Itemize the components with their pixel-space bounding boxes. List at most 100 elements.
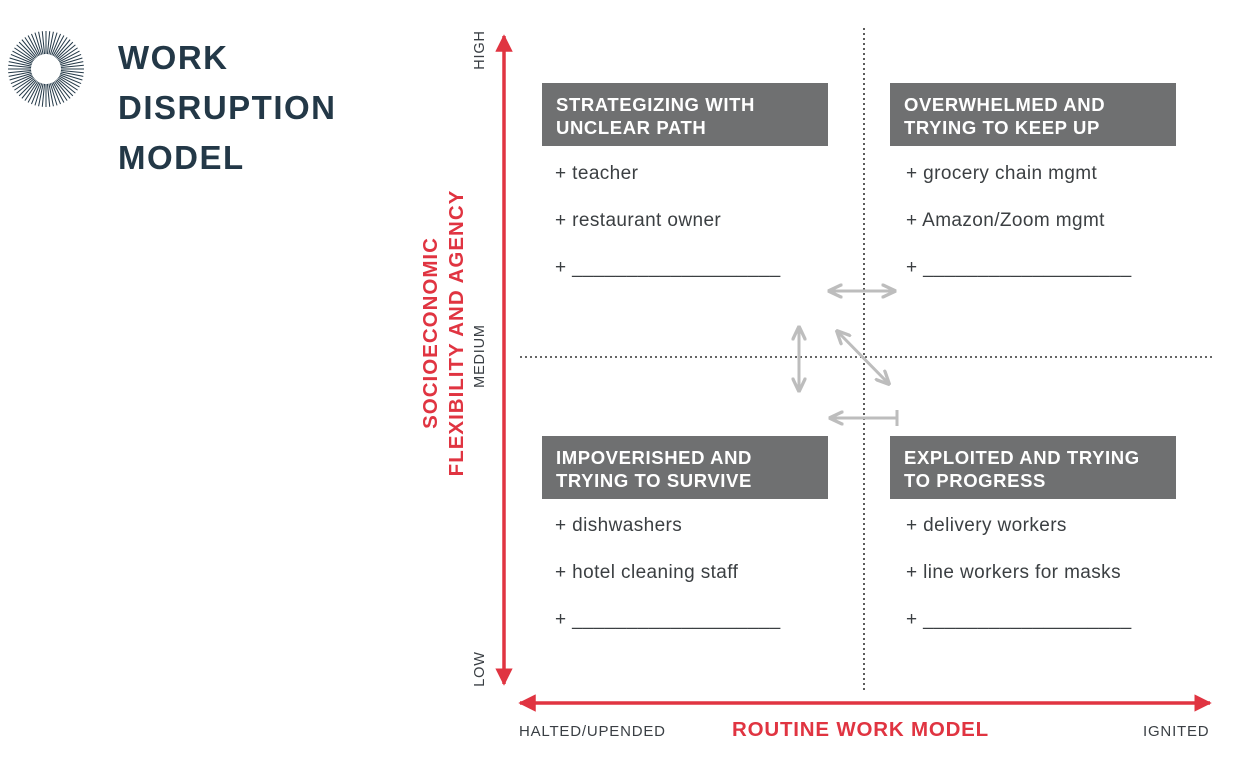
quadrant-title-line: STRATEGIZING WITH — [556, 94, 755, 115]
sunburst-ray — [60, 71, 84, 77]
sunburst-ray — [9, 72, 32, 81]
sunburst-ray — [38, 31, 44, 55]
sunburst-ray — [56, 79, 74, 97]
y-axis-title-line-1: SOCIOECONOMIC — [419, 237, 442, 429]
sunburst-ray — [59, 53, 82, 64]
sunburst-ray — [41, 83, 46, 107]
sunburst-ray — [52, 35, 65, 57]
quadrant-title-line: IMPOVERISHED AND — [556, 447, 752, 468]
sunburst-ray — [12, 75, 34, 88]
sunburst-ray — [58, 50, 80, 63]
x-tick-left: HALTED/UPENDED — [519, 723, 666, 740]
quadrant-title-line: TRYING TO SURVIVE — [556, 470, 752, 491]
sunburst-ray — [58, 76, 78, 91]
sunburst-ray — [46, 83, 51, 107]
list-item: + dishwashers — [555, 515, 683, 536]
sunburst-ray — [8, 64, 32, 69]
sunburst-ray — [16, 78, 35, 94]
quadrant-bottom-left-header: IMPOVERISHED AND TRYING TO SURVIVE — [542, 436, 828, 499]
sunburst-ray — [21, 39, 37, 58]
sunburst-ray — [48, 83, 54, 107]
sunburst-ray — [53, 81, 68, 101]
list-item: + delivery workers — [906, 515, 1067, 536]
sunburst-ray — [27, 35, 40, 57]
quadrant-bottom-right-header: EXPLOITED AND TRYING TO PROGRESS — [890, 436, 1176, 499]
sunburst-ray — [18, 41, 36, 59]
list-item-blank: + ___________________ — [555, 609, 781, 630]
y-tick-low: LOW — [472, 651, 488, 687]
sunburst-ray — [41, 31, 46, 55]
sunburst-ray — [10, 53, 33, 64]
x-tick-right: IGNITED — [1143, 723, 1210, 740]
quadrant-title-line: EXPLOITED AND TRYING — [904, 447, 1140, 468]
sunburst-ray — [8, 71, 32, 77]
sunburst-ray — [21, 80, 37, 99]
diagonal-double-arrow — [837, 331, 889, 384]
x-axis-title: ROUTINE WORK MODEL — [732, 718, 989, 741]
sunburst-ray — [30, 82, 41, 105]
sunburst-ray — [18, 79, 36, 97]
sunburst-ray — [58, 75, 80, 88]
sunburst-ray — [12, 50, 34, 63]
sunburst-ray — [34, 83, 43, 106]
quadrant-title-line: TRYING TO KEEP UP — [904, 117, 1100, 138]
sunburst-ray — [60, 72, 83, 81]
list-item: + Amazon/Zoom mgmt — [906, 210, 1105, 231]
sunburst-ray — [51, 33, 62, 56]
quadrant-title-line: TO PROGRESS — [904, 470, 1046, 491]
sunburst-ray — [10, 74, 33, 85]
sunburst-ray — [24, 81, 39, 101]
title-line-2: DISRUPTION — [118, 89, 337, 126]
sunburst-ray — [60, 64, 84, 69]
quadrant-title-line: OVERWHELMED AND — [904, 94, 1106, 115]
y-axis-title-line-2: FLEXIBILITY AND AGENCY — [445, 189, 468, 477]
sunburst-ray — [30, 33, 41, 56]
list-item-blank: + ___________________ — [906, 257, 1132, 278]
sunburst-ray — [51, 82, 62, 105]
sunburst-ray — [9, 57, 32, 66]
sunburst-ray — [57, 78, 76, 94]
sunburst-ray — [16, 44, 35, 60]
y-tick-high: HIGH — [472, 30, 488, 70]
sunburst-ray — [56, 41, 74, 59]
sunburst-ray — [60, 61, 84, 67]
sunburst-ray — [57, 44, 76, 60]
sunburst-ray — [53, 37, 68, 57]
sunburst-ray — [52, 81, 65, 103]
sunburst-ray — [24, 37, 39, 57]
sunburst-ray — [14, 47, 34, 62]
sunburst-ray — [55, 39, 71, 58]
list-item: + grocery chain mgmt — [906, 163, 1098, 184]
title-line-3: MODEL — [118, 139, 245, 176]
sunburst-ray — [49, 83, 58, 106]
list-item-blank: + ___________________ — [906, 609, 1132, 630]
title-line-1: WORK — [118, 39, 229, 76]
sunburst-ray — [49, 32, 58, 55]
sunburst-ray — [59, 74, 82, 85]
sunburst-ray — [58, 47, 78, 62]
sunburst-ray — [8, 69, 32, 74]
sunburst-ray — [14, 76, 34, 91]
list-item: + restaurant owner — [555, 210, 722, 231]
sunburst-ray — [34, 32, 43, 55]
list-item-blank: + ___________________ — [555, 257, 781, 278]
sunburst-ray — [48, 31, 54, 55]
sunburst-icon — [8, 31, 84, 107]
sunburst-ray — [55, 80, 71, 99]
sunburst-ray — [60, 69, 84, 74]
quadrant-title-line: UNCLEAR PATH — [556, 117, 707, 138]
list-item: + line workers for masks — [906, 562, 1121, 583]
sunburst-ray — [27, 81, 40, 103]
y-tick-medium: MEDIUM — [472, 324, 488, 388]
sunburst-ray — [38, 83, 44, 107]
list-item: + teacher — [555, 163, 639, 184]
y-axis-title: SOCIOECONOMIC FLEXIBILITY AND AGENCY — [418, 183, 470, 483]
sunburst-ray — [8, 61, 32, 67]
quadrant-top-left-header: STRATEGIZING WITH UNCLEAR PATH — [542, 83, 828, 146]
quadrant-top-right-header: OVERWHELMED AND TRYING TO KEEP UP — [890, 83, 1176, 146]
sunburst-ray — [60, 57, 83, 66]
page-title: WORK DISRUPTION MODEL — [118, 33, 337, 183]
list-item: + hotel cleaning staff — [555, 562, 739, 583]
sunburst-ray — [46, 31, 51, 55]
